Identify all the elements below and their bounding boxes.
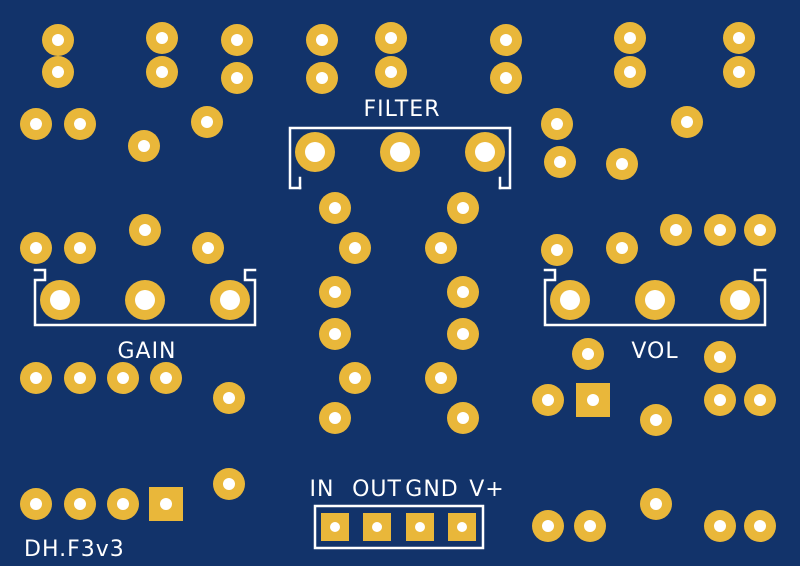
drill-hole [139, 224, 151, 236]
drill-hole [754, 520, 766, 532]
drill-hole [714, 224, 726, 236]
vol-label: VOL [631, 339, 678, 364]
drill-hole [457, 328, 469, 340]
drill-hole [554, 156, 566, 168]
drill-hole [231, 34, 243, 46]
drill-hole [714, 520, 726, 532]
drill-hole [329, 286, 341, 298]
drill-hole [30, 372, 42, 384]
drill-hole [156, 66, 168, 78]
drill-hole [624, 66, 636, 78]
drill-hole [220, 290, 240, 310]
drill-hole [223, 478, 235, 490]
drill-hole [223, 392, 235, 404]
drill-hole [681, 116, 693, 128]
drill-hole [135, 290, 155, 310]
drill-hole [730, 290, 750, 310]
drill-hole [670, 224, 682, 236]
drill-hole [435, 242, 447, 254]
drill-hole [616, 242, 628, 254]
drill-hole [30, 498, 42, 510]
drill-hole [624, 32, 636, 44]
pads-layer [20, 22, 776, 542]
drill-hole [733, 66, 745, 78]
board-name-label: DH.F3v3 [24, 537, 125, 562]
drill-hole [500, 34, 512, 46]
io-connector-outline [313, 504, 485, 550]
drill-hole [160, 498, 172, 510]
vplus-label: V+ [469, 477, 504, 502]
gnd-label: GND [405, 477, 458, 502]
drill-hole [560, 290, 580, 310]
drill-hole [385, 66, 397, 78]
drill-hole [330, 522, 340, 532]
drill-hole [329, 412, 341, 424]
drill-hole [587, 394, 599, 406]
out-label: OUT [352, 477, 402, 502]
drill-hole [650, 498, 662, 510]
drill-hole [74, 498, 86, 510]
drill-hole [30, 242, 42, 254]
drill-hole [457, 202, 469, 214]
drill-hole [390, 142, 410, 162]
drill-hole [385, 32, 397, 44]
drill-hole [329, 328, 341, 340]
gain-pot-outline [33, 268, 257, 327]
drill-hole [415, 522, 425, 532]
drill-hole [74, 118, 86, 130]
drill-hole [714, 394, 726, 406]
drill-hole [74, 242, 86, 254]
drill-hole [551, 244, 563, 256]
drill-hole [231, 72, 243, 84]
drill-hole [202, 242, 214, 254]
drill-hole [542, 394, 554, 406]
gain-label: GAIN [117, 339, 176, 364]
drill-hole [117, 372, 129, 384]
drill-hole [733, 32, 745, 44]
drill-hole [457, 286, 469, 298]
drill-hole [316, 72, 328, 84]
drill-hole [645, 290, 665, 310]
filter-label: FILTER [364, 97, 441, 122]
drill-hole [616, 158, 628, 170]
drill-hole [329, 202, 341, 214]
drill-hole [117, 498, 129, 510]
in-label: IN [310, 477, 335, 502]
drill-hole [372, 522, 382, 532]
drill-hole [349, 242, 361, 254]
drill-hole [475, 142, 495, 162]
drill-hole [30, 118, 42, 130]
drill-hole [156, 32, 168, 44]
drill-hole [52, 66, 64, 78]
drill-hole [138, 140, 150, 152]
drill-hole [349, 372, 361, 384]
filter-pot-outline [288, 126, 512, 190]
drill-hole [201, 116, 213, 128]
drill-hole [584, 520, 596, 532]
drill-hole [714, 351, 726, 363]
drill-hole [582, 348, 594, 360]
drill-hole [316, 34, 328, 46]
drill-hole [542, 520, 554, 532]
vol-pot-outline [543, 268, 767, 327]
drill-hole [74, 372, 86, 384]
drill-hole [754, 224, 766, 236]
drill-hole [457, 412, 469, 424]
drill-hole [500, 72, 512, 84]
drill-hole [435, 372, 447, 384]
drill-hole [160, 372, 172, 384]
drill-hole [52, 34, 64, 46]
drill-hole [457, 522, 467, 532]
drill-hole [305, 142, 325, 162]
drill-hole [754, 394, 766, 406]
drill-hole [50, 290, 70, 310]
drill-hole [650, 414, 662, 426]
drill-hole [551, 118, 563, 130]
